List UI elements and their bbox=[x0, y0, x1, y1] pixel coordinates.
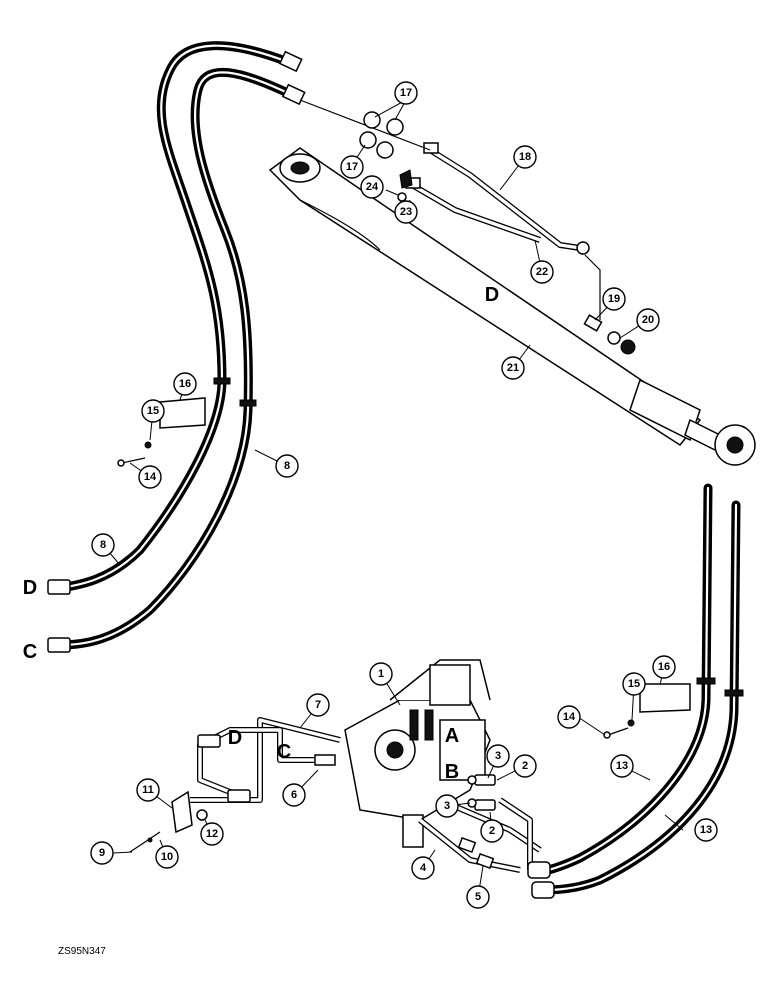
svg-text:19: 19 bbox=[608, 293, 620, 305]
callout: 21 bbox=[501, 356, 525, 380]
callout: 14 bbox=[138, 465, 162, 489]
svg-text:2: 2 bbox=[489, 825, 495, 837]
svg-text:13: 13 bbox=[700, 824, 712, 836]
valve-port-b-letter: B bbox=[445, 761, 459, 783]
svg-text:8: 8 bbox=[284, 460, 290, 472]
svg-text:8: 8 bbox=[100, 539, 106, 551]
callout: 17 bbox=[394, 81, 418, 105]
cylinder-port-fittings bbox=[583, 314, 636, 355]
svg-text:12: 12 bbox=[206, 828, 218, 840]
svg-text:17: 17 bbox=[400, 87, 412, 99]
svg-text:11: 11 bbox=[142, 784, 154, 796]
cylinder-port-d-letter: D bbox=[485, 284, 499, 306]
callout: 4 bbox=[411, 856, 435, 880]
callout: 10 bbox=[155, 845, 179, 869]
callout: 16 bbox=[652, 655, 676, 679]
callout: 23 bbox=[394, 200, 418, 224]
svg-text:16: 16 bbox=[179, 378, 191, 390]
svg-text:5: 5 bbox=[475, 891, 481, 903]
cylinder-tube-assembly bbox=[299, 99, 601, 320]
svg-text:21: 21 bbox=[507, 362, 519, 374]
svg-text:22: 22 bbox=[536, 266, 548, 278]
svg-text:7: 7 bbox=[315, 699, 321, 711]
svg-text:1: 1 bbox=[378, 668, 384, 680]
callout: 15 bbox=[141, 399, 165, 423]
hose-end-d-letter: D bbox=[23, 577, 37, 599]
svg-text:15: 15 bbox=[628, 678, 640, 690]
svg-text:16: 16 bbox=[658, 661, 670, 673]
svg-text:15: 15 bbox=[147, 405, 159, 417]
callout: 2 bbox=[480, 819, 504, 843]
callout: 20 bbox=[636, 308, 660, 332]
callout: 18 bbox=[513, 145, 537, 169]
callout: 13 bbox=[694, 818, 718, 842]
callout: 7 bbox=[306, 693, 330, 717]
svg-text:4: 4 bbox=[420, 862, 427, 874]
callout: 14 bbox=[557, 705, 581, 729]
tube-end-c-letter: C bbox=[277, 741, 291, 763]
callout: 8 bbox=[91, 533, 115, 557]
callout: 16 bbox=[173, 372, 197, 396]
svg-text:24: 24 bbox=[366, 181, 379, 193]
callout: 11 bbox=[136, 778, 160, 802]
callout: 22 bbox=[530, 260, 554, 284]
callout: 6 bbox=[282, 783, 306, 807]
callout: 13 bbox=[610, 754, 634, 778]
upper-hose-assembly bbox=[47, 41, 306, 653]
svg-text:17: 17 bbox=[346, 161, 358, 173]
svg-text:2: 2 bbox=[522, 760, 528, 772]
svg-text:6: 6 bbox=[291, 789, 297, 801]
control-valve-assembly: A B bbox=[344, 659, 491, 848]
callout: 8 bbox=[275, 454, 299, 478]
svg-text:14: 14 bbox=[563, 711, 576, 723]
svg-text:20: 20 bbox=[642, 314, 654, 326]
svg-text:23: 23 bbox=[400, 206, 412, 218]
callout: 15 bbox=[622, 672, 646, 696]
callout: 5 bbox=[466, 885, 490, 909]
callout: 24 bbox=[360, 175, 384, 199]
valve-port-fittings bbox=[467, 774, 496, 811]
callout: 17 bbox=[340, 155, 364, 179]
svg-text:13: 13 bbox=[616, 760, 628, 772]
drawing-code: ZS95N347 bbox=[58, 946, 106, 957]
callout: 3 bbox=[435, 794, 459, 818]
valve-port-a-letter: A bbox=[445, 725, 459, 747]
callout: 9 bbox=[90, 841, 114, 865]
svg-text:14: 14 bbox=[144, 471, 157, 483]
right-hose-assembly bbox=[527, 483, 744, 899]
svg-text:9: 9 bbox=[99, 847, 105, 859]
svg-text:10: 10 bbox=[161, 851, 173, 863]
callout: 12 bbox=[200, 822, 224, 846]
hose-clamp-16-lower bbox=[603, 683, 691, 739]
lower-tube-assembly bbox=[190, 717, 542, 873]
tube-bracket-11 bbox=[129, 790, 208, 853]
tube-end-d-letter: D bbox=[228, 727, 242, 749]
hose-end-c-letter: C bbox=[23, 641, 37, 663]
hydraulic-cylinder: D bbox=[268, 147, 756, 466]
callout: 3 bbox=[486, 744, 510, 768]
svg-text:3: 3 bbox=[444, 800, 450, 812]
svg-text:18: 18 bbox=[519, 151, 531, 163]
callout: 1 bbox=[369, 662, 393, 686]
svg-text:3: 3 bbox=[495, 750, 501, 762]
callout: 19 bbox=[602, 287, 626, 311]
callout: 2 bbox=[513, 754, 537, 778]
